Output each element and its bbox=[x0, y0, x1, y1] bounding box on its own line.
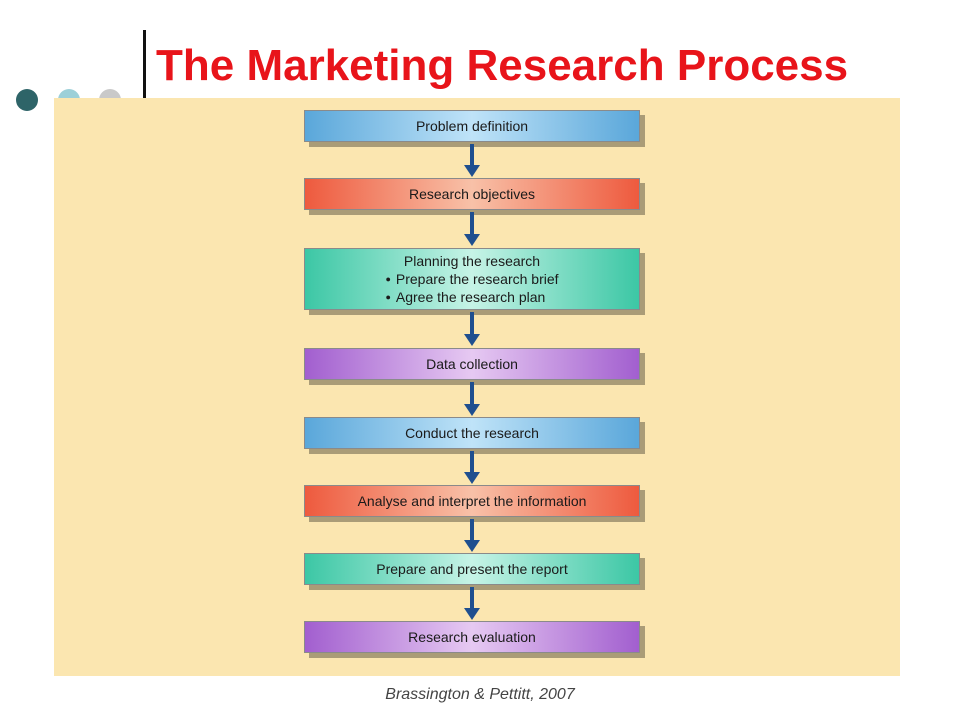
dot-dark-icon bbox=[16, 89, 38, 111]
step-label: Analyse and interpret the information bbox=[357, 493, 587, 509]
step-bullet-list: Prepare the research brief Agree the res… bbox=[385, 270, 559, 306]
flow-arrow bbox=[464, 587, 480, 620]
flow-arrow bbox=[464, 451, 480, 484]
step-research-evaluation: Research evaluation bbox=[304, 621, 640, 653]
step-research-objectives: Research objectives bbox=[304, 178, 640, 210]
step-label: Research objectives bbox=[408, 186, 536, 202]
page-title: The Marketing Research Process bbox=[156, 41, 849, 90]
step-problem-definition: Problem definition bbox=[304, 110, 640, 142]
step-label: Planning the research bbox=[403, 253, 541, 269]
step-planning-the-research: Planning the research Prepare the resear… bbox=[304, 248, 640, 310]
flow-arrow bbox=[464, 144, 480, 177]
citation: Brassington & Pettitt, 2007 bbox=[385, 686, 575, 703]
flow-arrow bbox=[464, 312, 480, 346]
step-analyse-and-interpret: Analyse and interpret the information bbox=[304, 485, 640, 517]
flow-arrow bbox=[464, 382, 480, 416]
step-label: Prepare and present the report bbox=[376, 561, 568, 577]
flowchart-panel: Problem definition Research objectives P… bbox=[54, 98, 900, 676]
step-label: Conduct the research bbox=[405, 425, 539, 441]
title-accent-bar bbox=[143, 30, 146, 100]
bullet-item: Agree the research plan bbox=[385, 288, 558, 306]
bullet-item: Prepare the research brief bbox=[385, 270, 559, 288]
step-conduct-the-research: Conduct the research bbox=[304, 417, 640, 449]
step-label: Problem definition bbox=[415, 118, 529, 134]
step-label: Data collection bbox=[426, 356, 518, 372]
step-data-collection: Data collection bbox=[304, 348, 640, 380]
step-prepare-and-present-report: Prepare and present the report bbox=[304, 553, 640, 585]
flow-arrow bbox=[464, 519, 480, 552]
step-label: Research evaluation bbox=[408, 629, 536, 645]
flow-arrow bbox=[464, 212, 480, 246]
